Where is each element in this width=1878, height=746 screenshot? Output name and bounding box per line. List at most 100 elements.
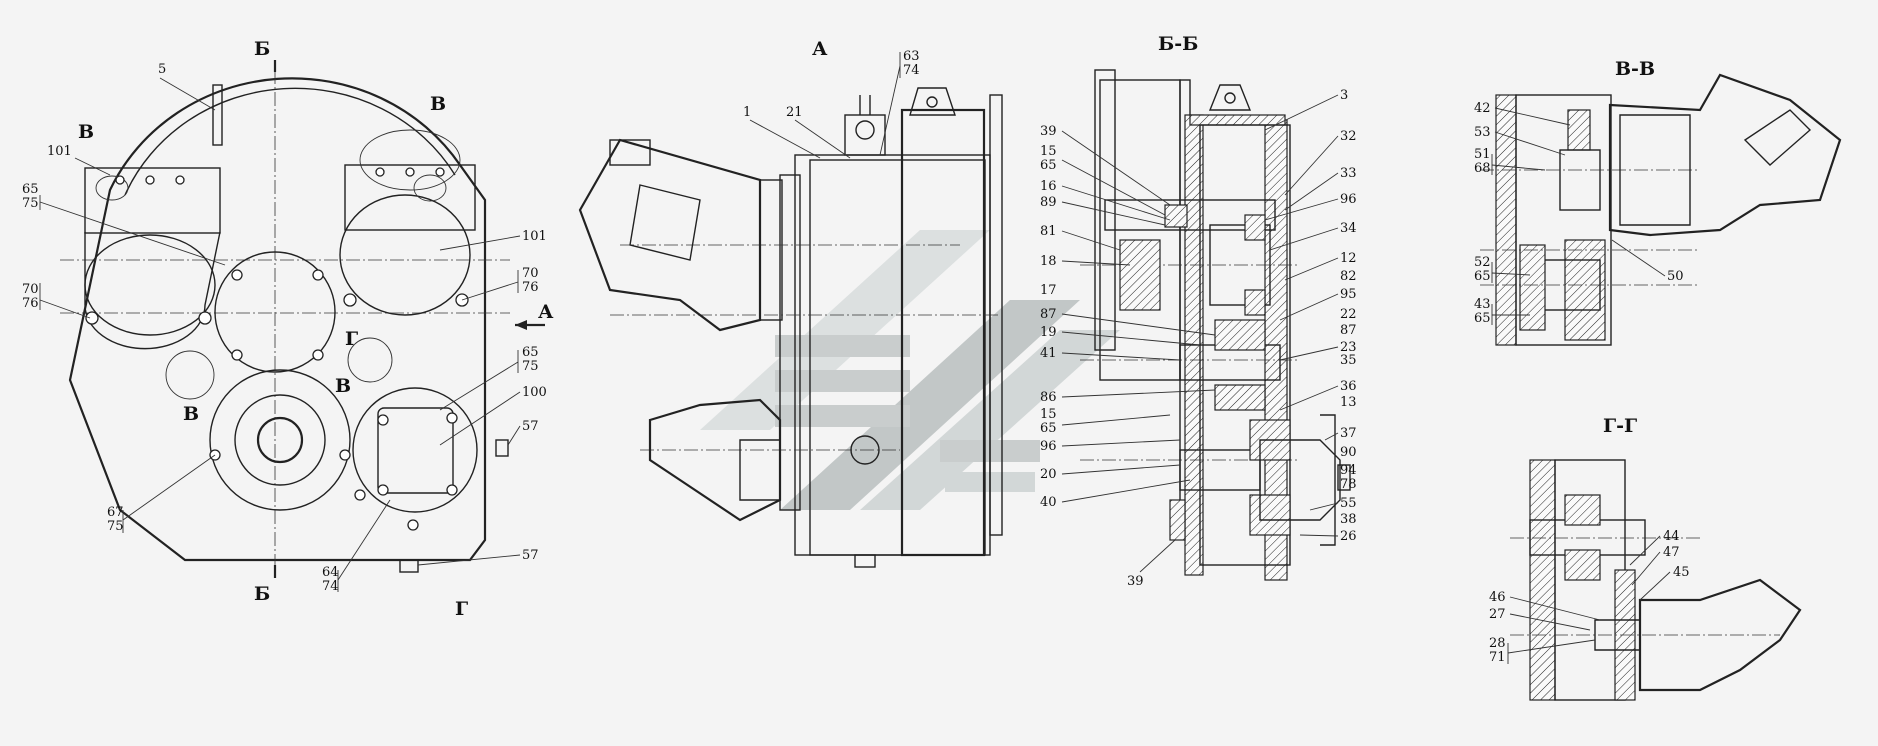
gg-label-28: 28	[1489, 636, 1506, 651]
bb-label-94: 94	[1340, 463, 1357, 478]
bb-label-96r: 96	[1340, 192, 1357, 207]
bb-label-39-bottom: 39	[1127, 574, 1144, 589]
bb-label-34: 34	[1340, 221, 1357, 236]
label-101a: 101	[47, 144, 72, 159]
section-gg-leaders	[1507, 535, 1671, 664]
bb-label-65b: 65	[1040, 421, 1057, 436]
gg-label-47: 47	[1663, 545, 1680, 560]
label-70b: 70	[522, 266, 539, 281]
marker-v-right: В	[430, 93, 446, 115]
bb-label-41: 41	[1040, 346, 1057, 361]
section-bb-title: Б-Б	[1158, 33, 1198, 55]
marker-g-bottom: Г	[455, 598, 468, 620]
label-75c: 75	[107, 519, 124, 534]
label-57b: 57	[522, 548, 539, 563]
bb-label-16: 16	[1040, 179, 1057, 194]
vv-label-68: 68	[1474, 161, 1491, 176]
side-view-leaders	[749, 52, 901, 159]
bb-label-89: 89	[1040, 195, 1057, 210]
section-vv-leaders	[1491, 107, 1666, 325]
bb-label-15b: 15	[1040, 407, 1057, 422]
bb-label-55: 55	[1340, 496, 1357, 511]
section-vv	[1480, 73, 1842, 346]
marker-b-top: Б	[254, 38, 270, 60]
marker-v-left: В	[78, 121, 94, 143]
bb-label-36: 36	[1340, 379, 1357, 394]
label-101b: 101	[522, 229, 547, 244]
watermark-logo	[700, 230, 1120, 510]
label-74: 74	[322, 579, 339, 594]
label-21: 21	[786, 105, 803, 120]
bb-label-95: 95	[1340, 287, 1357, 302]
bolt-pattern	[85, 167, 469, 531]
gg-label-44: 44	[1663, 529, 1680, 544]
label-75b: 75	[522, 359, 539, 374]
section-gg	[1510, 459, 1802, 701]
bb-label-65: 65	[1040, 158, 1057, 173]
label-75: 75	[22, 196, 39, 211]
bb-label-38: 38	[1340, 512, 1357, 527]
bb-label-33: 33	[1340, 166, 1357, 181]
bb-label-87r: 87	[1340, 323, 1357, 338]
gg-label-46: 46	[1489, 590, 1506, 605]
section-gg-title: Г-Г	[1603, 415, 1637, 437]
vv-label-51: 51	[1474, 147, 1491, 162]
bb-label-20: 20	[1040, 467, 1057, 482]
bb-label-15: 15	[1040, 144, 1057, 159]
vv-label-43: 43	[1474, 297, 1491, 312]
vv-label-65: 65	[1474, 269, 1491, 284]
bb-label-26: 26	[1340, 529, 1357, 544]
bb-label-82: 82	[1340, 269, 1357, 284]
marker-g-mid: Г	[345, 328, 358, 350]
marker-a-arrow: А	[538, 301, 554, 323]
label-70: 70	[22, 282, 39, 297]
side-view-labels: 63 74 1 21	[743, 49, 920, 120]
label-5: 5	[158, 62, 166, 77]
vv-label-42: 42	[1474, 101, 1491, 116]
bb-label-78: 78	[1340, 477, 1357, 492]
vv-label-53: 53	[1474, 125, 1491, 140]
bb-label-35: 35	[1340, 353, 1357, 368]
label-65: 65	[22, 182, 39, 197]
bb-label-96: 96	[1040, 439, 1057, 454]
label-65b: 65	[522, 345, 539, 360]
label-1: 1	[743, 105, 751, 120]
section-bb-leaders	[1061, 94, 1339, 573]
section-bb	[1080, 69, 1351, 581]
bb-label-12: 12	[1340, 251, 1357, 266]
front-view	[60, 60, 545, 578]
marker-v-low: В	[183, 403, 199, 425]
bb-label-32: 32	[1340, 129, 1357, 144]
label-67: 67	[107, 505, 124, 520]
bb-label-22: 22	[1340, 307, 1357, 322]
vv-label-52: 52	[1474, 255, 1491, 270]
bb-label-81: 81	[1040, 224, 1057, 239]
section-bb-right-labels: 3 32 33 96 34 12 82 95 22 87 23 35 36 13…	[1340, 88, 1357, 544]
bb-label-39: 39	[1040, 124, 1057, 139]
bb-label-40: 40	[1040, 495, 1057, 510]
bb-label-90: 90	[1340, 445, 1357, 460]
label-74s: 74	[903, 63, 920, 78]
gg-label-27: 27	[1489, 607, 1506, 622]
bb-label-17: 17	[1040, 283, 1057, 298]
bb-label-13: 13	[1340, 395, 1357, 410]
marker-b-bottom: Б	[254, 583, 270, 605]
view-a-title: А	[812, 38, 828, 60]
label-100: 100	[522, 385, 547, 400]
section-vv-title: В-В	[1615, 58, 1655, 80]
vv-label-65b: 65	[1474, 311, 1491, 326]
gg-label-71: 71	[1489, 650, 1506, 665]
label-57a: 57	[522, 419, 539, 434]
section-vv-labels: 42 53 51 68 52 65 43 65 50	[1474, 101, 1684, 326]
marker-v-mid: В	[335, 375, 351, 397]
front-view-labels: 5 101 65 75 70 76 101 70 76 65 75 100 57…	[22, 62, 547, 594]
front-view-leaders	[39, 77, 521, 592]
bb-label-86: 86	[1040, 390, 1057, 405]
bb-label-18: 18	[1040, 254, 1057, 269]
label-63: 63	[903, 49, 920, 64]
section-bb-left-labels: 39 15 65 16 89 81 18 17 87 19 41 86 15 6…	[1040, 124, 1057, 510]
bb-label-23: 23	[1340, 340, 1357, 355]
vv-label-50: 50	[1667, 269, 1684, 284]
bb-label-3: 3	[1340, 88, 1348, 103]
